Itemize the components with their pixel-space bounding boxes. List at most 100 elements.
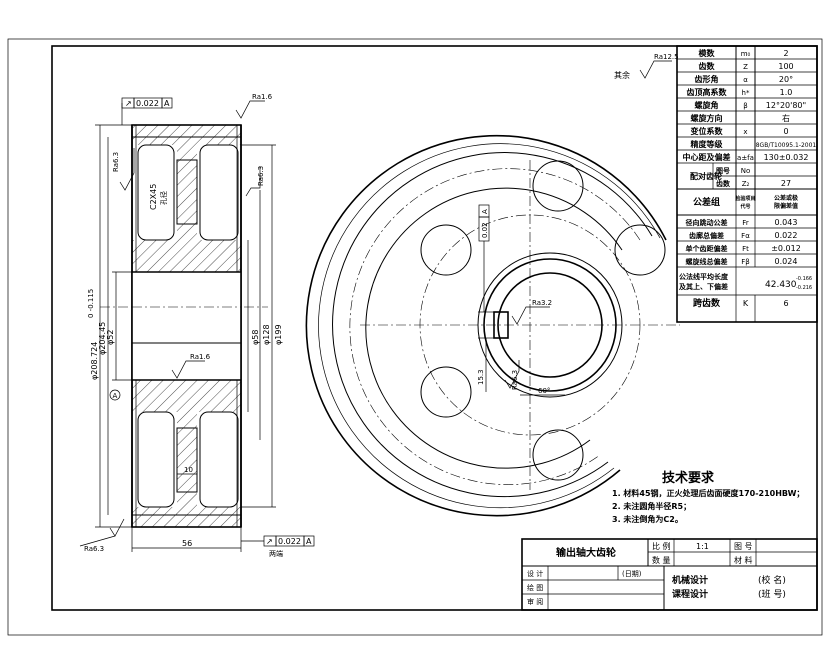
tol-group-col3b: 限偏差值 [774,202,798,210]
svg-text:↗: ↗ [266,537,273,546]
mating-r1-name: 图号 [716,166,730,175]
param-sym: β [743,102,747,110]
check-name: 齿廓总偏差 [689,231,724,240]
rest-rough-val: Ra12.5 [654,53,679,61]
param-val: 右 [782,113,790,123]
both-ends: 两端 [269,549,283,558]
check-sym: Ft [742,245,749,253]
outer-frame [7,38,823,636]
param-val: 130±0.032 [764,153,809,162]
dim-hub: φ204.45 [98,322,107,355]
param-name: 齿数 [699,61,716,71]
scale-val: 1:1 [696,542,709,551]
tol-group-col3: 公差或极 [774,194,799,202]
param-name: 模数 [699,48,716,58]
keyway-depth: 15.3 [477,369,485,385]
scale-label: 比 例 [652,541,671,551]
mating-r1-sym: No [741,167,751,175]
tech-item-3: 3. 未注倒角为C2。 [612,514,683,524]
check-name: 单个齿距偏差 [686,244,728,253]
dim-outer-tol: 0 -0.115 [87,289,95,318]
check-label: 审 阅 [527,597,543,606]
front-view: 0.02 A Ra3.2 15.3 Ra6.3 60° 其余 Ra12.5 [305,53,680,517]
check-sym: Fα [741,232,750,240]
svg-text:↗: ↗ [125,99,132,108]
mating-r2-sym: Z₂ [742,180,750,188]
hole-label: 孔径 [159,191,168,205]
param-sym: m₀ [741,50,751,58]
mating-label: 配对齿轮 [690,171,722,181]
param-val: 20° [779,75,793,84]
rough-right-top: Ra6.3 [257,166,265,186]
datum-a: A [113,392,118,400]
span-upper: -0.166 [796,276,812,282]
material-label: 材 料 [734,555,753,565]
tech-item-1: 1. 材料45钢，正火处理后齿面硬度170-210HBW； [612,488,804,499]
tech-title: 技术要求 [662,470,715,486]
tol-bottom: 0.022 [278,537,301,546]
param-val: 12°20'80" [766,101,806,110]
span-val: 42.430 [765,280,797,290]
qty-label: 数 量 [652,555,671,565]
drawing-no-label: 图 号 [734,542,753,551]
param-sym: Z [743,63,748,71]
param-name: 齿顶高系数 [687,87,728,97]
dim-web: 10 [184,466,193,474]
part-name: 输出轴大齿轮 [556,546,616,559]
bore-angle: 60° [538,387,550,395]
tol-group-col2: 检验项目 [735,195,755,202]
param-sym: h* [742,89,750,97]
tol-group-col2b: 代号 [739,203,750,210]
param-val: 8GB/T10095.1-2001 [756,142,817,149]
param-val: 100 [778,62,793,71]
tol-top: 0.022 [136,99,159,108]
tech-requirements: 技术要求 1. 材料45钢，正火处理后齿面硬度170-210HBW； 2. 未注… [612,470,804,524]
param-name: 螺旋角 [695,100,719,110]
rough-top: Ra1.6 [252,93,273,101]
keyway-rough: Ra3.2 [532,299,552,307]
rough-bottom-left: Ra6.3 [84,545,104,553]
mating-r2-val: 27 [781,179,791,188]
param-name: 变位系数 [691,126,724,136]
param-name: 精度等级 [691,139,724,149]
dim-right-c: φ199 [274,324,283,345]
check-sym: Fr [742,219,749,227]
span-name-2: 及其上、下偏差 [679,282,728,291]
span-name-1: 公法线平均长度 [679,272,729,281]
mating-r2-name: 齿数 [716,179,731,188]
param-val: 0 [783,127,788,136]
dim-right-b: φ128 [262,324,271,345]
keyway-rough-side: Ra6.3 [511,370,519,390]
param-name: 中心距及偏差 [683,152,731,162]
course-1: 机械设计 [672,574,708,586]
dim-chamfer: C2X45 [149,184,158,210]
param-name: 齿形角 [695,74,719,84]
span-teeth-val: 6 [783,299,788,308]
check-sym: Fβ [741,258,750,266]
title-block: 输出轴大齿轮 比 例 1:1 图 号 数 量 材 料 设 计 (日期) 绘 图 … [521,538,818,611]
check-name: 径向跳动公差 [686,218,728,227]
param-val: 2 [783,49,788,58]
param-sym: x [743,128,747,136]
tol-group-label: 公差组 [693,196,720,208]
check-val: 0.024 [775,257,798,266]
inner-frame [51,45,818,611]
keyway-tol: 0.02 [481,222,489,238]
date-label: (日期) [622,570,642,578]
param-sym: α [743,76,748,84]
draw-label: 绘 图 [527,583,543,592]
rough-mid: Ra1.6 [190,353,211,361]
dim-width: 56 [182,539,192,548]
tol-bottom-ref: A [306,537,312,546]
span-lower: -0.216 [796,285,812,291]
school: (校 名) [758,574,786,586]
check-val: ±0.012 [771,244,801,253]
check-name: 螺旋线总偏差 [686,257,728,266]
check-val: 0.043 [775,218,798,227]
span-teeth-sym: K [743,299,749,308]
rough-left-top: Ra6.3 [112,152,120,172]
tol-top-ref: A [164,99,170,108]
datum-circle [109,389,121,401]
